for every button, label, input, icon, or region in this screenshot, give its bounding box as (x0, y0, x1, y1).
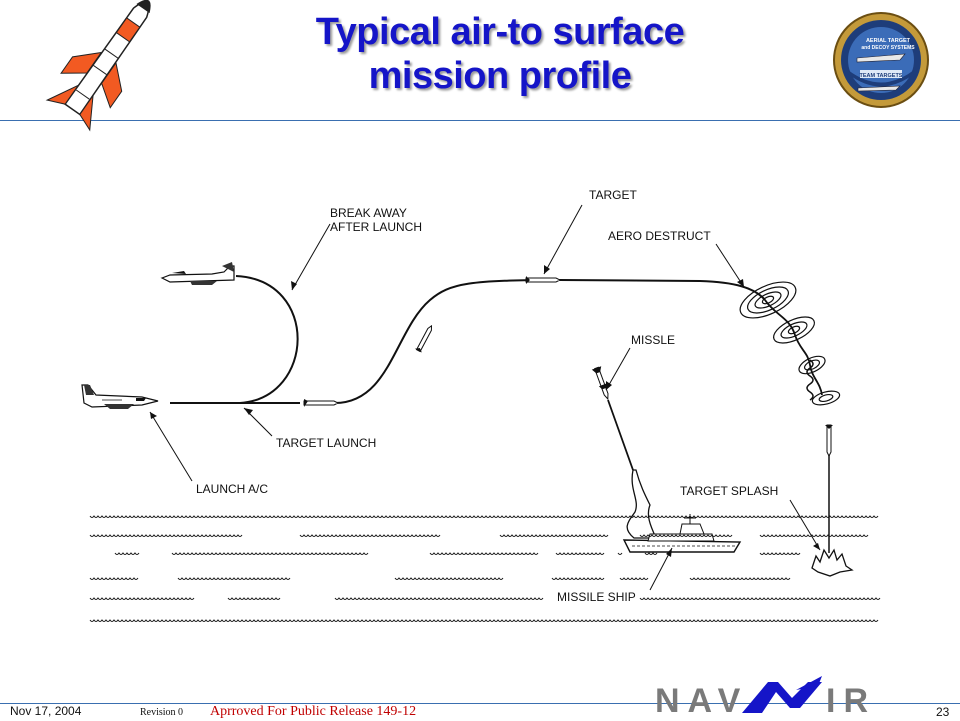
wave-segment (89, 597, 195, 600)
badge-mid-text: and DECOY SYSTEMS (861, 45, 915, 51)
missile-ship-icon (622, 514, 742, 553)
leader-target (543, 204, 583, 275)
falling-zigzag (806, 359, 814, 401)
label-launch-ac: LAUNCH A/C (196, 482, 269, 496)
wave-segment (499, 534, 609, 537)
wave-segment (555, 552, 605, 555)
label-break-away-line2: AFTER LAUNCH (330, 220, 423, 234)
target-drone-climb-icon (414, 324, 433, 353)
navair-logo-left: NAV (655, 682, 749, 720)
wave-segment (227, 597, 281, 600)
header-rule (0, 120, 960, 121)
break-away-aircraft-icon (160, 262, 235, 285)
leader-break-away (291, 223, 331, 291)
badge-ring-text: AQM-37 · BQM-34 · MQM-8G · MA-31 · QF-4 … (813, 8, 950, 14)
wave-segment (171, 552, 369, 555)
wave-segment (89, 619, 879, 622)
footer-rule (0, 703, 960, 704)
slide-title: Typical air-to surface mission profile (220, 10, 780, 98)
wave-segment (619, 577, 649, 580)
badge-top-text: AERIAL TARGET (866, 38, 911, 44)
leader-aero-destruct (715, 243, 745, 288)
target-drone-cruise-icon (525, 276, 562, 284)
footer-page-number: 23 (936, 705, 950, 719)
navair-logo-icon (742, 676, 822, 713)
wave-segment (617, 552, 623, 555)
navair-logo-right: IR (826, 682, 876, 720)
team-targets-badge-icon (833, 12, 929, 108)
wave-segment (759, 552, 801, 555)
badge-banner-text: TEAM TARGETS (860, 73, 903, 79)
launch-plume-icon (626, 469, 658, 539)
wave-segment (639, 534, 733, 537)
wave-segment (689, 577, 791, 580)
break-away-path (235, 275, 299, 404)
title-line-2: mission profile (368, 55, 632, 97)
label-break-away: BREAK AWAY AFTER LAUNCH (330, 206, 422, 234)
launch-aircraft-icon (81, 384, 159, 409)
label-target-launch: TARGET LAUNCH (276, 436, 377, 450)
rocket-logo-icon (45, 0, 151, 132)
footer-revision: Revision 0 (140, 707, 184, 718)
wave-segment (177, 577, 291, 580)
leader-launch-ac (149, 411, 193, 482)
label-missile-ship: MISSILE SHIP (557, 590, 636, 604)
target-drone-launch-icon (303, 399, 340, 407)
leader-target-splash (789, 499, 821, 551)
target-drone-falling-icon (825, 424, 833, 458)
wave-segment (639, 597, 881, 600)
wave-segment (89, 577, 139, 580)
wave-segment (644, 552, 658, 555)
wave-segment (89, 534, 243, 537)
wave-segment (551, 577, 605, 580)
water-waves (89, 515, 881, 622)
title-line-1: Typical air-to surface (315, 11, 685, 53)
wave-segment (334, 597, 544, 600)
footer-release: Aprroved For Public Release 149-12 (210, 704, 417, 719)
wave-segment (299, 534, 441, 537)
missile-trajectory (607, 399, 634, 471)
leader-missle (605, 347, 631, 391)
aero-destruct-burst-icon (739, 281, 841, 406)
wave-segment (114, 552, 140, 555)
label-break-away-line1: BREAK AWAY (330, 206, 407, 220)
label-target-splash: TARGET SPLASH (680, 484, 779, 498)
wave-segment (759, 534, 869, 537)
label-missle: MISSLE (631, 333, 676, 347)
target-trajectory (334, 278, 766, 404)
wave-segment (89, 515, 879, 518)
label-target: TARGET (589, 188, 637, 202)
label-aero-destruct: AERO DESTRUCT (608, 229, 711, 243)
wave-segment (394, 577, 504, 580)
wave-segment (429, 552, 539, 555)
footer-date: Nov 17, 2004 (10, 704, 82, 718)
falling-path (764, 299, 823, 396)
target-splash-icon (811, 548, 854, 577)
